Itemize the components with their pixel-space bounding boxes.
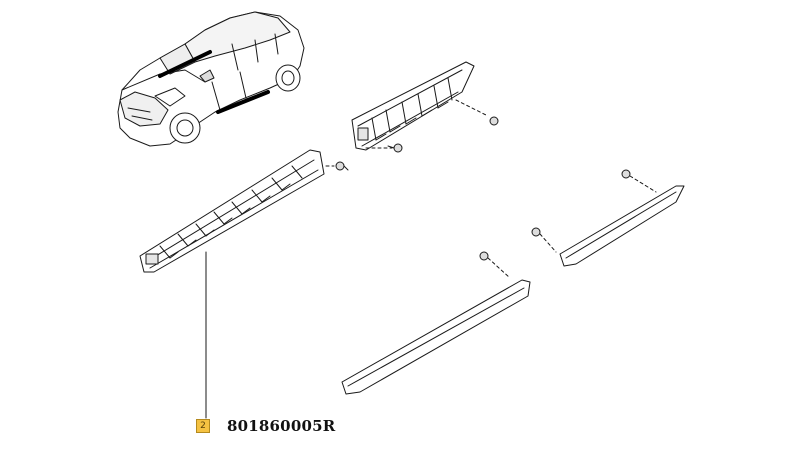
molding-icon xyxy=(559,185,685,267)
car-icon xyxy=(117,11,305,147)
screw-icon xyxy=(365,99,499,153)
molding-icon xyxy=(351,61,475,151)
molding-icon xyxy=(139,149,325,273)
molding-icon xyxy=(341,279,531,395)
clip-icon xyxy=(325,161,657,279)
callout-number-badge: 2 xyxy=(196,419,210,433)
part-number-label[interactable]: 801860005R xyxy=(227,417,336,435)
